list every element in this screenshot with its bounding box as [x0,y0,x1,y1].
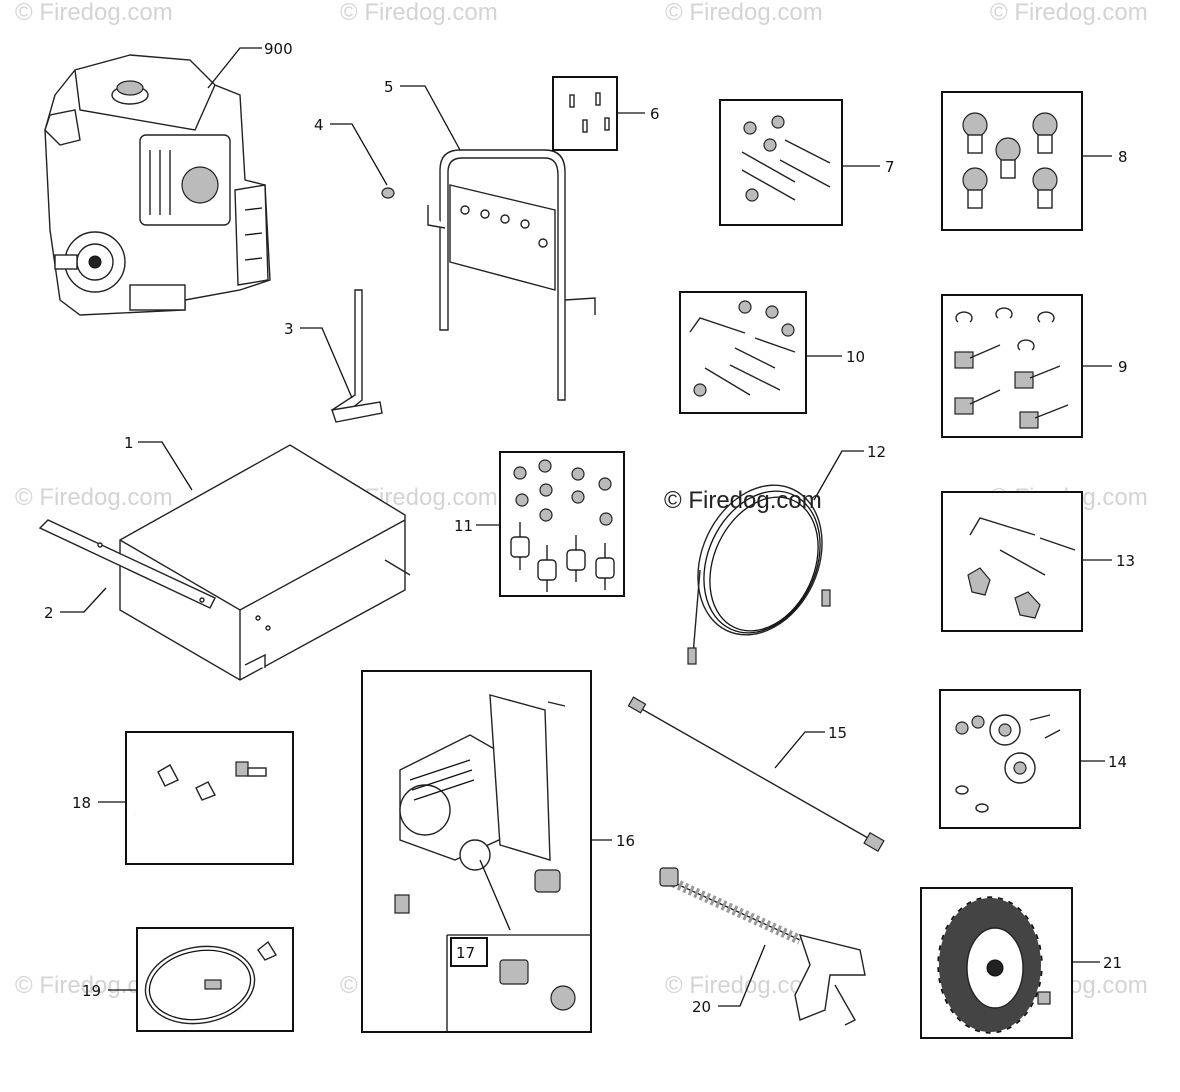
callout-4: 4 [314,116,324,134]
part-13-hardware-kit [941,491,1083,632]
part-6-outlet-box [552,76,618,151]
callout-9: 9 [1118,358,1128,376]
callout-labels: 900 5 4 6 7 8 3 10 9 1 11 12 13 2 15 14 … [44,40,1135,1016]
part-12-hose [687,484,831,665]
part-18-hose-kit [125,731,294,865]
callout-6: 6 [650,105,660,123]
watermark: © Firedog.com [340,0,498,26]
callout-1: 1 [124,434,134,452]
part-8-nozzle-kit [941,91,1083,231]
callout-19: 19 [82,982,101,1000]
callout-8: 8 [1118,148,1128,166]
callout-12: 12 [867,443,886,461]
watermark: © Firedog.com [15,0,173,26]
callout-2: 2 [44,604,54,622]
watermark: © Firedog.com [665,0,823,26]
callout-15: 15 [828,724,847,742]
part-11-isolator-kit [499,451,625,597]
part-16-pump-assembly [361,670,592,1033]
watermark-row-middle: © Firedog.com © Firedog.com © Firedog.co… [15,484,1148,511]
part-19-hose-clamp [136,927,294,1032]
part-4-nut [381,187,395,199]
callout-14: 14 [1108,753,1127,771]
engine-illustration [44,54,271,316]
callout-18: 18 [72,794,91,812]
callout-3: 3 [284,320,294,338]
part-21-wheel [920,887,1073,1039]
callout-13: 13 [1116,552,1135,570]
part-2-support-bar [38,519,216,609]
part-3-handle-tube [330,289,383,423]
watermark: © Firedog.com [15,484,173,511]
part-15-wand [627,696,885,853]
callout-5: 5 [384,78,394,96]
callout-900: 900 [264,40,293,58]
callout-16: 16 [616,832,635,850]
part-9-bolt-kit [941,294,1083,438]
callout-20: 20 [692,998,711,1016]
callout-7: 7 [885,158,895,176]
watermark: © Firedog.com [990,0,1148,26]
part-10-hardware-kit [679,291,807,414]
leader-lines [60,47,1112,1007]
callout-10: 10 [846,348,865,366]
callout-21: 21 [1103,954,1122,972]
callout-11: 11 [454,517,473,535]
part-14-wheel-hardware [939,689,1081,829]
part-1-frame-box [119,444,411,681]
part-7-bolt-kit [719,99,843,226]
watermark-main: © Firedog.com [664,487,822,514]
part-20-spray-gun [659,867,866,1026]
part-5-handle-frame [427,149,596,401]
watermark-row-top: © Firedog.com © Firedog.com © Firedog.co… [15,0,1148,26]
callout-17: 17 [456,944,475,962]
